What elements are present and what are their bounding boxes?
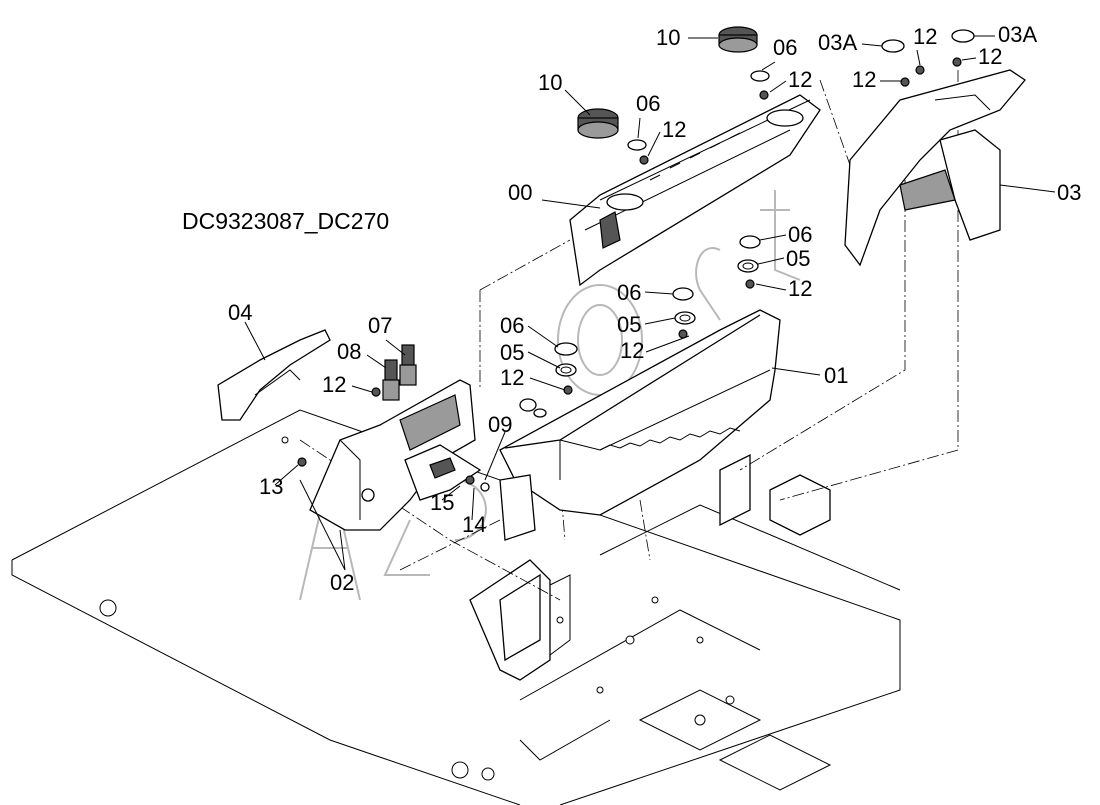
callout-c-12-h: 12	[500, 365, 524, 390]
part-00-panel	[569, 94, 821, 287]
callout-c-15: 15	[430, 490, 454, 515]
knob-10a	[577, 108, 619, 139]
callout-c-14: 14	[462, 512, 486, 537]
part-01-tray	[499, 309, 781, 541]
callout-c-09: 09	[488, 412, 512, 437]
leader-lines	[244, 35, 1056, 571]
callout-c-12-f: 12	[788, 276, 812, 301]
callout-c-01: 01	[824, 363, 848, 388]
part-03-fender	[844, 69, 1026, 267]
callout-c-03a-left: 03A	[818, 30, 857, 55]
callout-c-12-d: 12	[913, 24, 937, 49]
callout-c-10-a: 10	[538, 70, 562, 95]
diagram-title: DC9323087_DC270	[182, 208, 389, 234]
callout-c-06-d: 06	[636, 91, 660, 116]
callout-c-12-c: 12	[852, 67, 876, 92]
floor-plate	[11, 409, 901, 805]
support-bracket	[469, 453, 831, 681]
callout-c-12-i: 12	[322, 372, 346, 397]
callout-c-12-e: 12	[978, 44, 1002, 69]
part-02-console	[309, 379, 482, 531]
callout-c-12-a: 12	[662, 117, 686, 142]
knob-10b	[718, 26, 758, 53]
callout-c-03: 03	[1057, 180, 1081, 205]
callout-c-10-b: 10	[656, 25, 680, 50]
callout-c-08: 08	[337, 339, 361, 364]
callout-c-06-c: 06	[788, 222, 812, 247]
callout-c-02: 02	[330, 570, 354, 595]
callout-c-06-e: 06	[773, 35, 797, 60]
part-04-cap	[217, 329, 331, 421]
callout-c-00: 00	[508, 180, 532, 205]
callout-c-05-b: 05	[617, 312, 641, 337]
callout-c-13: 13	[259, 474, 283, 499]
callout-c-05-a: 05	[500, 340, 524, 365]
callout-c-12-g: 12	[620, 338, 644, 363]
plug-07	[399, 344, 417, 386]
callout-c-12-b: 12	[788, 67, 812, 92]
callout-c-03a-right: 03A	[998, 22, 1037, 47]
callout-c-06-b: 06	[617, 280, 641, 305]
callout-c-05-c: 05	[786, 246, 810, 271]
callout-c-04: 04	[228, 300, 252, 325]
callout-c-07: 07	[368, 313, 392, 338]
callout-c-06-a: 06	[500, 313, 524, 338]
plug-08	[382, 359, 400, 401]
